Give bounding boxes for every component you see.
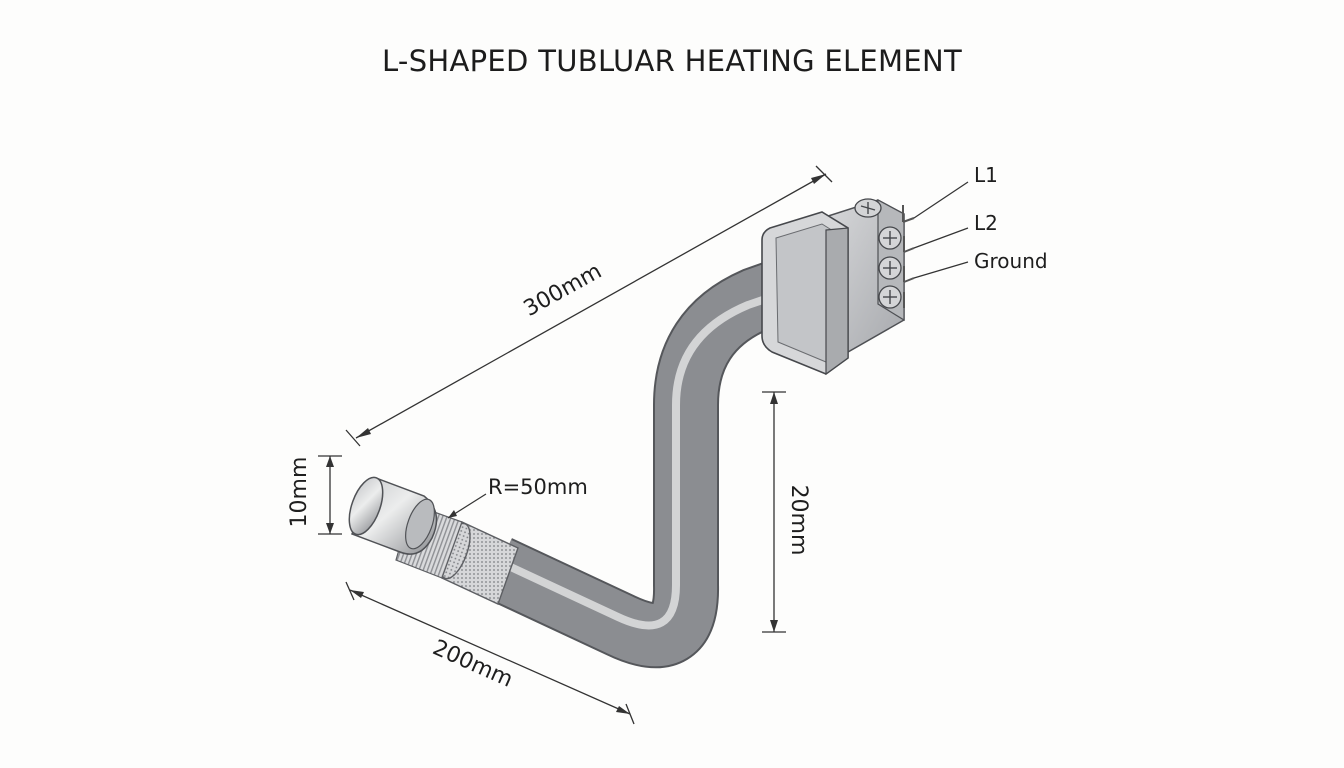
dimension-10mm bbox=[318, 455, 342, 535]
bend-radius-label: R=50mm bbox=[488, 475, 588, 499]
dimension-300mm bbox=[345, 165, 833, 447]
end-cap bbox=[348, 476, 438, 555]
dimension-label-10mm: 10mm bbox=[287, 457, 312, 528]
terminal-housing bbox=[761, 198, 905, 376]
terminal-screw-l2 bbox=[878, 226, 902, 250]
terminal-label-l1: L1 bbox=[974, 163, 998, 187]
diagram-title: L-SHAPED TUBLUAR HEATING ELEMENT bbox=[381, 44, 963, 78]
terminal-pins bbox=[902, 205, 915, 308]
dimension-20mm bbox=[762, 391, 786, 633]
terminal-screws bbox=[878, 226, 902, 309]
dimension-label-300mm: 300mm bbox=[520, 259, 606, 322]
terminal-label-l2: L2 bbox=[974, 211, 998, 235]
dimension-200mm bbox=[345, 581, 635, 725]
dimension-label-20mm: 20mm bbox=[786, 485, 811, 556]
terminal-screw-ground bbox=[878, 285, 902, 309]
terminal-leaders bbox=[447, 181, 969, 519]
heating-tube bbox=[484, 252, 812, 669]
terminal-label-ground: Ground bbox=[974, 249, 1048, 273]
terminal-screw-mid bbox=[878, 256, 902, 280]
